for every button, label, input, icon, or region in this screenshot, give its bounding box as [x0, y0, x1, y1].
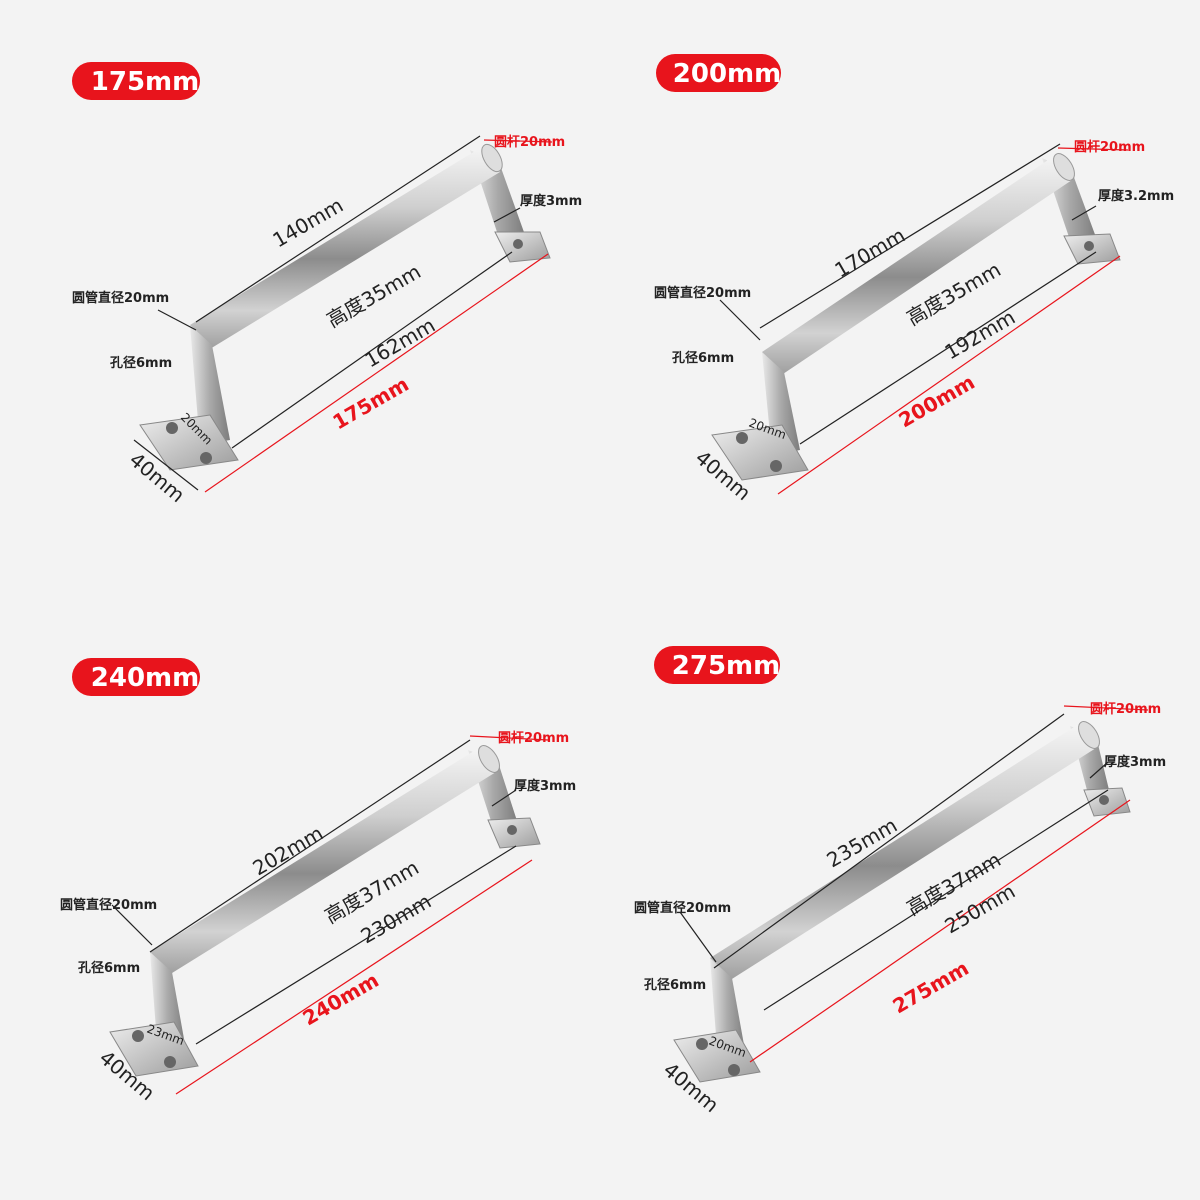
bar-diameter-label: 圆杆20mm — [1074, 139, 1145, 155]
bar-diameter-label: 圆杆20mm — [494, 134, 565, 150]
bar-diameter-label: 圆杆20mm — [1090, 701, 1161, 717]
hole-diameter-label: 孔径6mm — [78, 960, 140, 976]
overall-length-label: 200mm — [895, 370, 979, 433]
size-badge-label: 240mm — [91, 663, 199, 693]
handle-illustration — [109, 745, 541, 1077]
tube-diameter-label: 圆管直径20mm — [634, 900, 731, 916]
dimension-lines — [111, 735, 549, 1095]
handle-illustration — [673, 721, 1131, 1083]
size-badge-label: 200mm — [673, 59, 781, 89]
hole-diameter-label: 孔径6mm — [644, 977, 706, 993]
overall-length-label: 175mm — [329, 372, 413, 435]
size-badge: 175mm — [72, 62, 200, 100]
dimension-lines — [133, 135, 553, 493]
size-badge: 275mm — [654, 646, 780, 684]
panel: 240mm 圆杆20mm 厚度3mm 202mm 高度37mm 230mm 24… — [60, 658, 576, 1105]
size-badge: 240mm — [72, 658, 200, 696]
size-badge: 200mm — [656, 54, 781, 92]
tube-diameter-label: 圆管直径20mm — [72, 290, 169, 306]
thickness-label: 厚度3mm — [1104, 754, 1166, 770]
thickness-label: 厚度3mm — [514, 778, 576, 794]
size-badge-label: 175mm — [91, 67, 199, 97]
thickness-label: 厚度3.2mm — [1098, 188, 1174, 204]
panel: 175mm 圆杆20mm 厚度3mm 140mm 高度35mm 162mm 1 — [72, 62, 582, 507]
handle-illustration — [711, 153, 1121, 481]
overall-length-label: 240mm — [299, 968, 383, 1031]
panel: 275mm 圆杆20mm 厚度3mm 235mm 高度37mm 250mm 27… — [634, 646, 1166, 1117]
tube-diameter-label: 圆管直径20mm — [60, 897, 157, 913]
hole-diameter-label: 孔径6mm — [110, 355, 172, 371]
tube-diameter-label: 圆管直径20mm — [654, 285, 751, 301]
overall-length-label: 275mm — [889, 956, 973, 1019]
panel: 200mm 圆杆20mm 厚度3.2mm 170mm 高度35mm 192mm … — [654, 54, 1174, 505]
size-badge-label: 275mm — [672, 651, 780, 681]
handle-illustration — [139, 143, 551, 471]
thickness-label: 厚度3mm — [520, 193, 582, 209]
center-distance-label: 162mm — [361, 313, 440, 372]
bar-diameter-label: 圆杆20mm — [498, 730, 569, 746]
hole-diameter-label: 孔径6mm — [672, 350, 734, 366]
dimension-lines — [719, 143, 1129, 495]
dimension-lines — [679, 705, 1149, 1063]
